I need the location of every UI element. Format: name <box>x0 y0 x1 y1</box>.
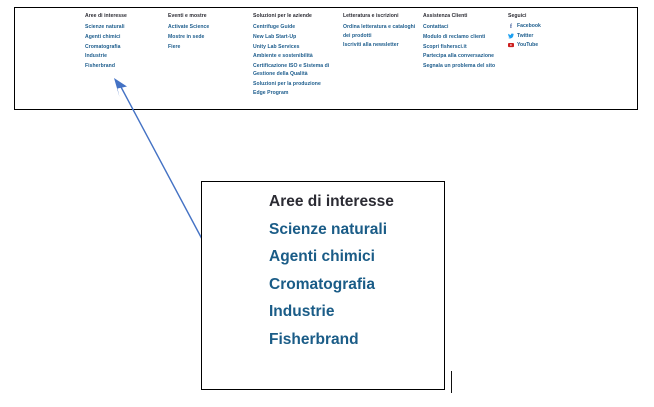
social-label: Twitter <box>517 32 534 39</box>
footer-link-ambiente-e-sostenibilita[interactable]: Ambiente e sostenibilità <box>253 53 313 60</box>
social-link-twitter[interactable]: Twitter <box>508 33 582 40</box>
footer-column-title: Soluzioni per le aziende <box>253 13 312 19</box>
social-label: Facebook <box>517 23 541 30</box>
footer-column-aree-di-interesse: Aree di interesse Scienze naturali Agent… <box>85 13 168 72</box>
footer-link-cromatografia[interactable]: Cromatografia <box>85 43 121 50</box>
footer-link-scienze-naturali[interactable]: Scienze naturali <box>85 24 125 31</box>
footer-link-partecipa-conversazione[interactable]: Partecipa alla conversazione <box>423 53 495 60</box>
footer-link-activate-science[interactable]: Activate Science <box>168 24 210 31</box>
twitter-icon <box>508 33 514 39</box>
callout-link-fisherbrand[interactable]: Fisherbrand <box>269 330 359 348</box>
youtube-icon <box>508 42 514 48</box>
callout-link-scienze-naturali[interactable]: Scienze naturali <box>269 220 388 238</box>
footer-column-title: Seguici <box>508 13 527 19</box>
footer-link-industrie[interactable]: Industrie <box>85 53 107 60</box>
footer-menu-banner: Aree di interesse Scienze naturali Agent… <box>14 7 638 110</box>
footer-link-mostre-in-sede[interactable]: Mostre in sede <box>168 34 205 41</box>
callout-link-industrie[interactable]: Industrie <box>269 303 335 320</box>
text-caret <box>451 371 452 393</box>
footer-column-assistenza-clienti: Assistenza Clienti Contattaci Modulo di … <box>423 13 508 72</box>
callout-zoom-box: Aree di interesse Scienze naturali Agent… <box>201 181 445 390</box>
social-label: YouTube <box>517 41 539 48</box>
footer-link-soluzioni-per-la-produzione[interactable]: Soluzioni per la produzione <box>253 80 321 87</box>
callout-link-cromatografia[interactable]: Cromatografia <box>269 275 375 293</box>
footer-column-letteratura-e-iscrizioni: Letteratura e iscrizioni Ordina letterat… <box>343 13 423 51</box>
callout-title: Aree di interesse <box>269 193 394 210</box>
social-link-facebook[interactable]: f Facebook <box>508 23 582 30</box>
footer-column-title: Letteratura e iscrizioni <box>343 13 399 19</box>
footer-link-edge-program[interactable]: Edge Program <box>253 90 289 97</box>
footer-link-iscriviti-newsletter[interactable]: Iscriviti alla newsletter <box>343 42 399 49</box>
footer-column-seguici: Seguici f Facebook Twitter <box>508 13 588 51</box>
footer-column-soluzioni-per-le-aziende: Soluzioni per le aziende Centrifuge Guid… <box>253 13 343 99</box>
footer-link-ordina-letteratura[interactable]: Ordina letteratura e cataloghi dei prodo… <box>343 24 416 39</box>
footer-link-certificazione-iso[interactable]: Certificazione ISO e Sistema di Gestione… <box>253 62 330 78</box>
footer-column-title: Assistenza Clienti <box>423 13 468 19</box>
footer-link-unity-lab-services[interactable]: Unity Lab Services <box>253 43 300 50</box>
footer-link-fiere[interactable]: Fiere <box>168 43 181 50</box>
footer-link-scopri-fishersci[interactable]: Scopri fishersci.it <box>423 43 467 50</box>
footer-link-centrifuge-guide[interactable]: Centrifuge Guide <box>253 24 296 31</box>
footer-link-fisherbrand[interactable]: Fisherbrand <box>85 62 115 69</box>
footer-column-title: Aree di interesse <box>85 13 127 19</box>
social-link-youtube[interactable]: YouTube <box>508 42 582 49</box>
footer-column-eventi-e-mostre: Eventi e mostre Activate Science Mostre … <box>168 13 253 52</box>
footer-columns: Aree di interesse Scienze naturali Agent… <box>85 13 633 99</box>
footer-column-title: Eventi e mostre <box>168 13 207 19</box>
footer-link-new-lab-start-up[interactable]: New Lab Start-Up <box>253 34 297 41</box>
footer-link-modulo-reclamo[interactable]: Modulo di reclamo clienti <box>423 34 486 41</box>
callout-menu-list: Aree di interesse Scienze naturali Agent… <box>269 194 394 359</box>
facebook-icon: f <box>510 23 512 30</box>
callout-link-agenti-chimici[interactable]: Agenti chimici <box>269 248 375 265</box>
footer-link-contattaci[interactable]: Contattaci <box>423 24 449 31</box>
footer-link-segnala-problema[interactable]: Segnala un problema del sito <box>423 62 496 69</box>
footer-link-agenti-chimici[interactable]: Agenti chimici <box>85 34 121 41</box>
